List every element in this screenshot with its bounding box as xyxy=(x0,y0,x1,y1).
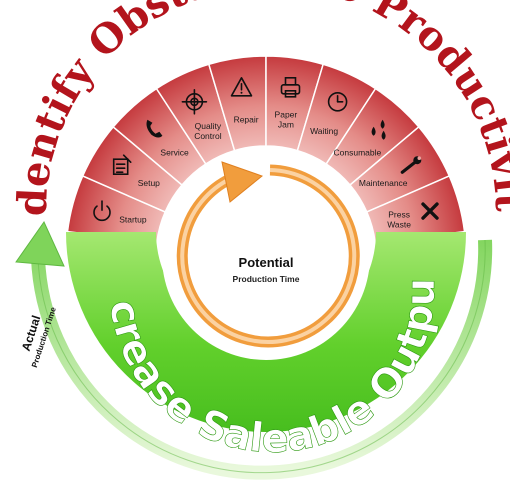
printer-icon xyxy=(280,77,301,98)
cycle-arrowhead-icon xyxy=(221,161,264,203)
segment-label: Consumable xyxy=(334,148,382,158)
x-icon xyxy=(421,202,439,220)
warning-icon xyxy=(230,77,253,97)
arrowhead-icon xyxy=(15,220,65,267)
center-subtitle: Production Time xyxy=(233,274,300,284)
segment-label: Startup xyxy=(119,215,147,225)
segment-label: Service xyxy=(160,148,189,158)
power-icon xyxy=(93,200,111,222)
phone-icon xyxy=(146,119,163,138)
checklist-icon xyxy=(112,154,132,175)
actual-production-arrow xyxy=(15,220,493,480)
crosshair-icon xyxy=(181,89,208,115)
segment-label: Repair xyxy=(234,114,259,124)
ink-drops-icon xyxy=(371,119,386,140)
center-disc xyxy=(162,152,370,360)
wrench-icon xyxy=(400,156,422,174)
clock-icon xyxy=(327,92,348,112)
center-title: Potential xyxy=(239,255,294,270)
segment-label: Waiting xyxy=(310,126,338,136)
segment-label: Setup xyxy=(138,178,160,188)
potential-cycle-arrow xyxy=(176,161,360,348)
segment-label: Maintenance xyxy=(359,178,408,188)
